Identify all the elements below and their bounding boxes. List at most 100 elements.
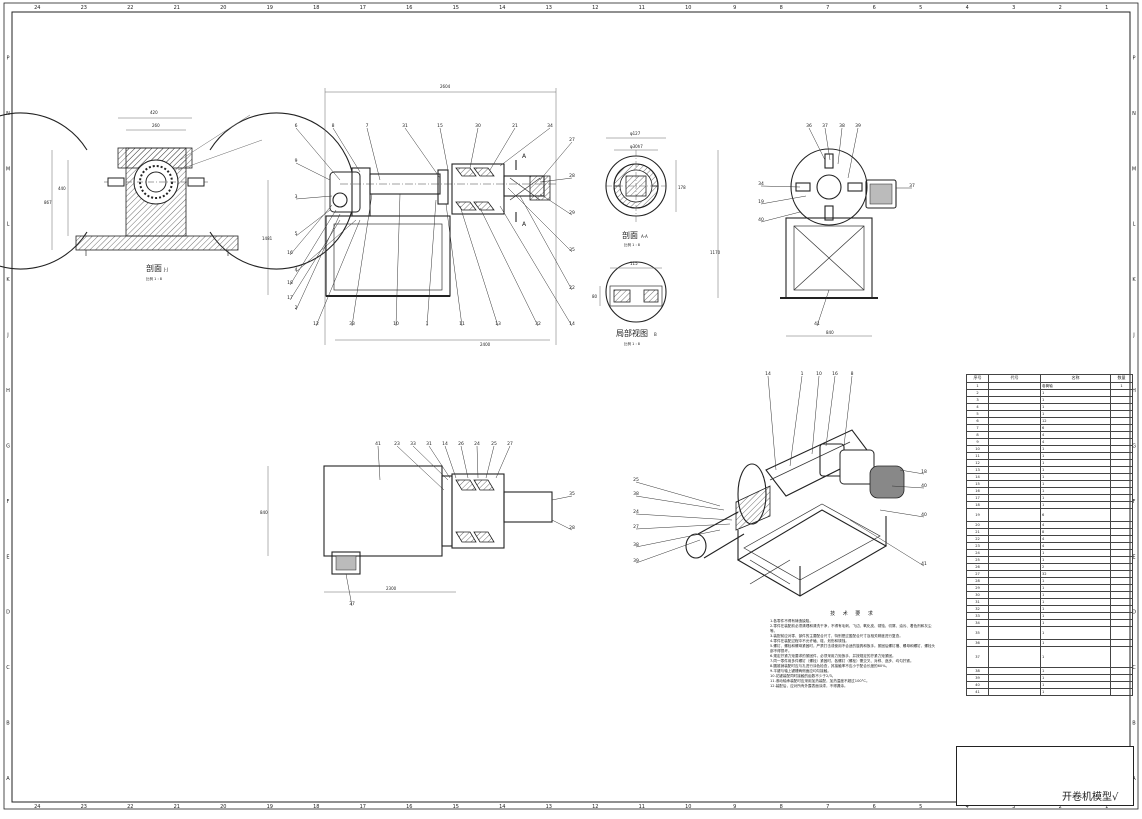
bom-cell-qty <box>1110 508 1133 522</box>
part-balloon: 36 <box>806 123 812 129</box>
part-balloon: 1 <box>801 371 804 377</box>
leader-line <box>808 127 826 161</box>
bom-cell-name: 4 <box>1040 431 1111 439</box>
leader-line <box>412 445 449 481</box>
bom-cell-no: 24 <box>966 549 989 557</box>
part-balloon: 34 <box>758 181 764 187</box>
ruler-right-label: J <box>1132 333 1134 339</box>
bom-cell-qty <box>1110 494 1133 502</box>
bom-cell-qty <box>1110 570 1133 578</box>
bom-cell-code <box>988 452 1041 460</box>
bom-cell-code <box>988 382 1041 390</box>
leader-line <box>485 445 495 479</box>
part-balloon: 41 <box>921 561 927 567</box>
sheet-border-outer <box>3 2 1139 810</box>
bom-cell-code <box>988 598 1041 606</box>
bom-cell-no: 28 <box>966 577 989 585</box>
bom-cell-name: 1 <box>1040 389 1111 397</box>
bom-cell-code <box>988 410 1041 418</box>
leader-line <box>404 127 441 179</box>
part-balloon: 37 <box>822 123 828 129</box>
bom-cell-name: 2 <box>1040 563 1111 571</box>
ruler-bottom-label: 11 <box>639 804 645 810</box>
bom-cell-name: 1 <box>1040 626 1111 640</box>
part-balloon: 14 <box>569 321 575 327</box>
ruler-left-label: C <box>6 665 10 671</box>
part-balloon: 7 <box>366 123 369 129</box>
dim-sec-d2: φ30h7 <box>630 144 643 149</box>
tech-requirement-line: 1.各零件不得有铸造缺陷。 <box>770 619 813 623</box>
part-balloon: 24 <box>474 441 480 447</box>
bom-cell-qty <box>1110 535 1133 543</box>
bom-cell-code <box>988 417 1041 425</box>
leader-line <box>295 127 341 181</box>
leader-line <box>289 204 333 256</box>
leader-line <box>551 495 573 501</box>
bom-cell-name: 1 <box>1040 466 1111 474</box>
bom-cell-qty: 1 <box>1110 382 1133 390</box>
ruler-right-label: H <box>1132 388 1136 394</box>
bom-cell-no: 2 <box>966 389 989 397</box>
bom-cell-code <box>988 563 1041 571</box>
bom-cell-qty <box>1110 389 1133 397</box>
leader-line <box>824 127 831 161</box>
leader-line <box>469 127 479 169</box>
ruler-top-label: 3 <box>1012 5 1015 11</box>
bom-cell-code <box>988 494 1041 502</box>
bom-cell-name: 4 <box>1040 542 1111 550</box>
bom-cell-name: 1 <box>1040 473 1111 481</box>
bom-cell-qty <box>1110 410 1133 418</box>
bom-cell-code <box>988 674 1041 682</box>
bom-cell-name: 1 <box>1040 619 1111 627</box>
leader-line <box>849 519 925 567</box>
part-balloon: 28 <box>569 525 575 531</box>
bom-cell-no: 5 <box>966 410 989 418</box>
ruler-bottom-label: 18 <box>313 804 319 810</box>
leader-line <box>519 195 573 291</box>
leader-line <box>811 375 820 455</box>
technical-requirements: 技 术 要 求 1.各零件不得有铸造缺陷。2.零件在装配前必须清理和清洗干净，不… <box>770 612 936 689</box>
bom-cell-no: 36 <box>966 639 989 647</box>
part-balloon: 21 <box>512 123 518 129</box>
ruler-top-label: 13 <box>546 5 552 11</box>
part-balloon: 40 <box>921 483 927 489</box>
bom-cell-qty <box>1110 688 1133 696</box>
leader-line <box>499 205 573 327</box>
tech-lines: 1.各零件不得有铸造缺陷。2.零件在装配前必须清理和清洗干净，不得有毛刺、飞边、… <box>770 619 936 689</box>
bom-cell-no: 31 <box>966 598 989 606</box>
ruler-bottom-label: 24 <box>34 804 40 810</box>
ruler-bottom-label: 23 <box>81 804 87 810</box>
bom-cell-name: 6 <box>1040 424 1111 432</box>
ruler-top-label: 18 <box>313 5 319 11</box>
ruler-top-label: 20 <box>220 5 226 11</box>
leader-line <box>332 127 361 173</box>
part-balloon: 26 <box>458 441 464 447</box>
ruler-top-label: 15 <box>453 5 459 11</box>
ruler-bottom-label: 20 <box>220 804 226 810</box>
leader-line <box>295 213 341 311</box>
dim-front-bottom: 2400 <box>480 342 491 347</box>
bom-cell-code <box>988 605 1041 613</box>
bom-cell-code <box>988 688 1041 696</box>
ruler-left-label: L <box>7 222 10 228</box>
bom-cell-name: 1 <box>1040 452 1111 460</box>
ruler-bottom-label: 2 <box>1059 804 1062 810</box>
bom-header-name: 名称 <box>1040 374 1111 383</box>
part-balloon: 15 <box>437 123 443 129</box>
bom-cell-name: 8 <box>1040 528 1111 536</box>
leader-line <box>899 469 925 475</box>
ruler-top-label: 24 <box>34 5 40 11</box>
